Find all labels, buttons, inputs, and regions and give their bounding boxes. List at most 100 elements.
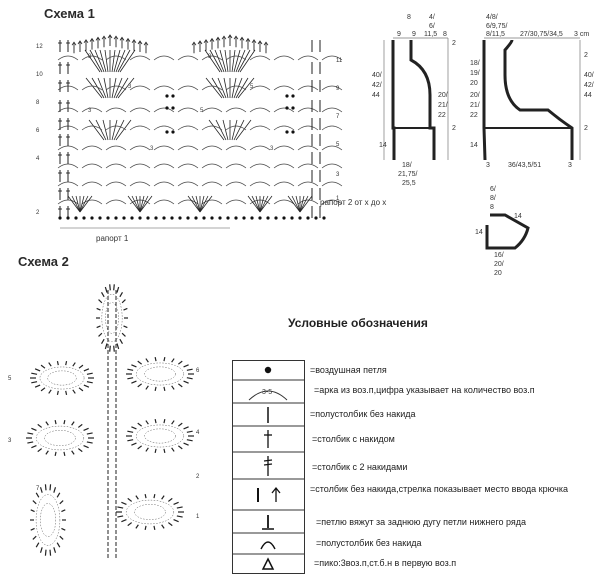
leaf-stitch [145, 385, 149, 390]
chain-arc [105, 125, 127, 131]
leaf-stitch [154, 419, 157, 424]
chain-dot [90, 216, 94, 220]
chain-dot [66, 216, 70, 220]
front-side-mid-2: 21/ [470, 102, 480, 109]
leaf-stitch [44, 549, 47, 556]
bottom-fan-stitch [291, 195, 301, 213]
back-top-label-1: 8 [407, 14, 411, 21]
chain-arc [105, 107, 127, 113]
chain-dot [306, 216, 310, 220]
peak-arrow [71, 41, 77, 46]
scheme1-row-number-left: 4 [36, 156, 40, 162]
scheme1-row-number-right: 1 [336, 196, 340, 202]
leaf-stitch [65, 361, 68, 366]
chain-arc [225, 145, 247, 151]
leaf-inner [144, 366, 176, 382]
bottom-fan-stitch [187, 195, 201, 213]
chain-dot [194, 216, 198, 220]
fan-stitch [117, 77, 135, 99]
leaf-mid [125, 499, 175, 525]
chain-dot [322, 216, 326, 220]
leaf-stitch [123, 325, 128, 329]
legend-title: Условные обозначения [288, 316, 428, 330]
front-side-mid-1: 20/ [470, 92, 480, 99]
chain-dot [258, 216, 262, 220]
bottom-fan-stitch [259, 195, 269, 213]
leaf-mid [135, 362, 185, 386]
peak-arrow [107, 34, 113, 39]
leaf-stitch [153, 525, 156, 530]
chain-dot [291, 94, 295, 98]
scheme1-arc-count: 3 [88, 108, 92, 114]
chain-arc [177, 85, 199, 91]
leaf-inner [105, 302, 119, 334]
leaf-stitch [34, 384, 41, 388]
chain-dot [154, 216, 158, 220]
chain-dot [242, 216, 246, 220]
chain-arc [321, 199, 343, 205]
leaf-stitch [137, 383, 143, 388]
scheme2-row-number-right: 6 [196, 368, 200, 374]
leaf-stitch [59, 500, 64, 505]
fan-stitch [115, 49, 126, 73]
leaf-stitch [127, 377, 134, 380]
fan-stitch [214, 49, 225, 73]
leaf-stitch [176, 515, 183, 518]
leaf-stitch [56, 542, 61, 548]
legend-symbol-half-double [232, 403, 304, 426]
leaf-stitch [30, 509, 35, 513]
front-side-right-1: 40/ [584, 72, 594, 79]
chain-dot [274, 216, 278, 220]
leaf-stitch [83, 445, 89, 449]
leaf-stitch [183, 380, 189, 384]
peak-arrow [203, 39, 209, 44]
fan-stitch [233, 119, 245, 141]
chain-arc [153, 55, 175, 61]
chain-arc [225, 125, 247, 131]
legend-symbol-back-loop [232, 510, 304, 533]
bottom-fan-stitch [75, 195, 81, 213]
peak-arrow [137, 40, 143, 45]
leaf-stitch [127, 368, 134, 371]
scheme1-row-number-right: 11 [336, 58, 343, 64]
scheme1-row-number-right: 9 [336, 86, 340, 92]
leaf-stitch [86, 432, 93, 435]
peak-arrow [263, 41, 269, 46]
fan-stitch [111, 77, 117, 99]
back-bottom-1: 18/ [402, 162, 412, 169]
front-side-mid-3: 22 [470, 112, 478, 119]
fan-stitch [113, 49, 121, 73]
leaf-inner [40, 503, 56, 537]
chain-arc [201, 145, 223, 151]
sleeve-bottom-1: 16/ [494, 252, 504, 259]
peak-arrow [95, 36, 101, 41]
back-bottom-3: 25,5 [402, 180, 416, 187]
fan-stitch [84, 49, 101, 73]
chain-arc [153, 107, 175, 113]
chain-arc [297, 163, 319, 169]
front-waist-label: 2 [584, 125, 588, 132]
bottom-fan-stitch [259, 195, 265, 213]
leaf-stitch [135, 495, 139, 500]
legend-text-picot: =пико:3воз.п,ст.б.н в первую воз.п [314, 558, 457, 568]
leaf-stitch [131, 380, 137, 384]
fan-stitch [211, 77, 225, 99]
chain-arc [321, 181, 343, 187]
legend-text-arc: =арка из воз.п,цифра указывает на количе… [314, 385, 535, 395]
front-side-right-2: 42/ [584, 82, 594, 89]
peak-arrow [239, 36, 245, 41]
front-bottom-2: 36/43,5/51 [508, 162, 542, 169]
chain-arc [81, 199, 103, 205]
chain-dot [291, 106, 295, 110]
chain-arc [273, 163, 295, 169]
bottom-fan-stitch [191, 195, 201, 213]
leaf-stitch [116, 343, 120, 350]
sleeve-bottom-2: 20/ [494, 261, 504, 268]
front-bottom-1: 3 [486, 162, 490, 169]
leaf-stitch [154, 386, 157, 391]
leaf-stitch [177, 445, 183, 450]
leaf-stitch [27, 441, 34, 444]
chain-arc [225, 107, 247, 113]
leaf-stitch [31, 372, 38, 375]
leaf-inner [47, 370, 77, 386]
